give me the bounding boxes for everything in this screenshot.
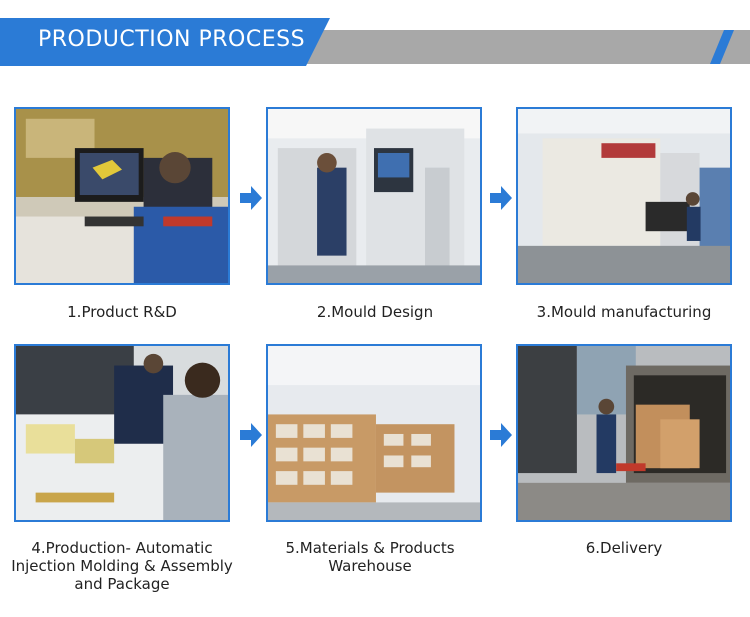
- step-caption: 2.Mould Design: [316, 303, 434, 321]
- photo-mould-manufacturing: [516, 107, 732, 285]
- step-caption: 1.Product R&D: [67, 303, 177, 321]
- header-banner-shape: [0, 18, 750, 66]
- photo-warehouse: [266, 344, 482, 522]
- photo-production-assembly: [14, 344, 230, 522]
- right-arrow-icon: [240, 186, 262, 210]
- step-caption: 4.Production- Automatic Injection Moldin…: [11, 539, 233, 593]
- photo-mould-design: [266, 107, 482, 285]
- header-banner: [0, 18, 750, 66]
- step-caption: 6.Delivery: [585, 539, 663, 557]
- photo-delivery: [516, 344, 732, 522]
- right-arrow-icon: [240, 423, 262, 447]
- right-arrow-icon: [490, 423, 512, 447]
- step-caption: 3.Mould manufacturing: [536, 303, 712, 321]
- page-title: PRODUCTION PROCESS: [38, 27, 306, 52]
- photo-product-rd: [14, 107, 230, 285]
- right-arrow-icon: [490, 186, 512, 210]
- step-caption: 5.Materials & Products Warehouse: [285, 539, 455, 575]
